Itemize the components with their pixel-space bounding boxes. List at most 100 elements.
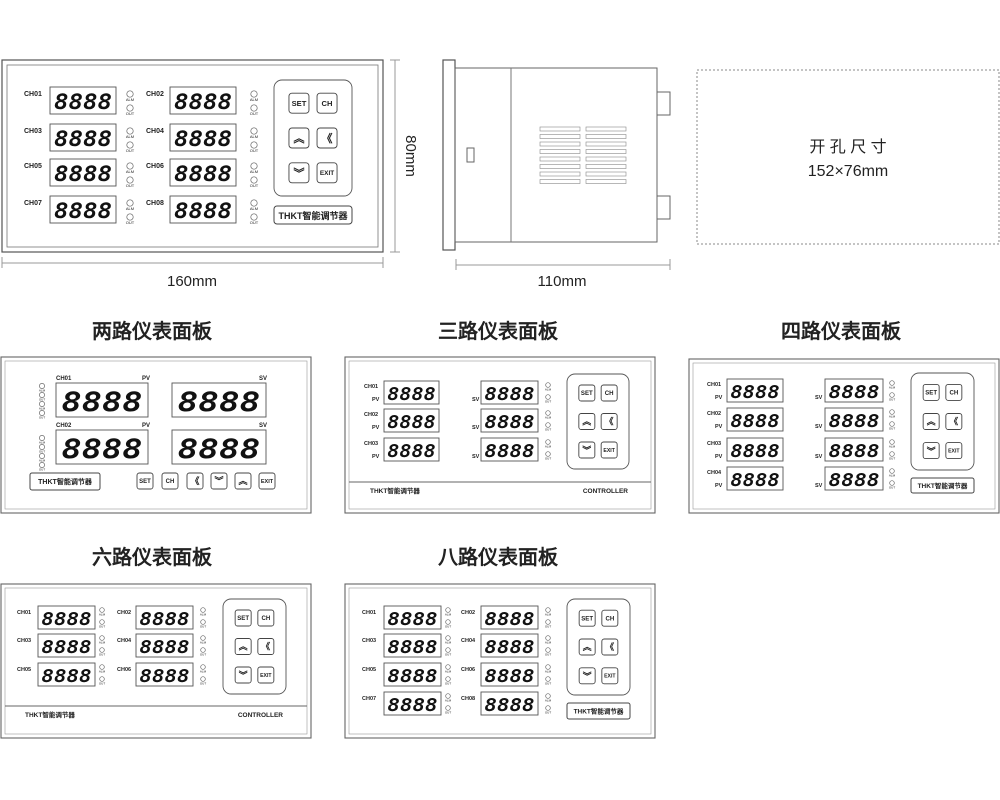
alm-led [200, 607, 206, 613]
set-button[interactable]: SET [234, 609, 252, 627]
exit-button[interactable]: EXIT [257, 666, 275, 684]
out-led [250, 213, 258, 221]
ch-button-frame [257, 609, 275, 627]
alm-led [250, 199, 258, 207]
leds-ch5: ALM OUT [99, 664, 106, 685]
pv-display-ch3-digits: 8888 [730, 441, 779, 462]
ch-button-frame [600, 384, 618, 402]
display-ch8-digits: 8888 [484, 695, 534, 716]
sv-label-2: SV [815, 424, 823, 430]
exit-button[interactable]: EXIT [258, 472, 276, 490]
up-button[interactable]: ︽ [578, 638, 596, 656]
up-button-frame [234, 472, 252, 490]
up-button-frame [234, 638, 252, 655]
set-button[interactable]: SET [922, 383, 940, 401]
down-button[interactable]: ︾ [288, 162, 310, 184]
channel-label-2: CH02 [364, 412, 378, 418]
out-label: OUT [99, 652, 106, 656]
out-led [200, 647, 206, 653]
shift-button[interactable]: 《 [316, 127, 338, 149]
up-button[interactable]: ︽ [578, 413, 596, 430]
alm-label: ALM [99, 669, 106, 673]
title-four-channel: 四路仪表面板 [781, 319, 902, 343]
shift-button-label: 《 [322, 132, 333, 145]
ch-button[interactable]: CH [161, 472, 179, 490]
alm-led [545, 693, 551, 699]
down-button[interactable]: ︾ [578, 667, 596, 685]
shift-button[interactable]: 《 [600, 413, 618, 430]
out-label: OUT [545, 710, 552, 714]
pv-label-3: PV [715, 454, 723, 460]
sv-label-1: SV [472, 397, 480, 403]
display-ch1-digits: 8888 [54, 89, 112, 114]
set-button-label: SET [925, 390, 937, 397]
out-label: OUT [126, 148, 135, 153]
display-ch8: 8888 [480, 691, 539, 716]
alm-label: ALM [99, 640, 106, 644]
up-button[interactable]: ︽ [288, 127, 310, 149]
display-ch6-frame [169, 158, 237, 187]
ch-button[interactable]: CH [316, 92, 338, 114]
ch-button[interactable]: CH [257, 609, 275, 627]
shift-button[interactable]: 《 [257, 638, 275, 655]
channel-label-4: CH04 [461, 638, 476, 644]
up-button[interactable]: ︽ [234, 638, 252, 655]
alm-label: ALM [545, 415, 552, 419]
channel-label-3: CH03 [17, 638, 31, 644]
down-button[interactable]: ︾ [922, 442, 940, 460]
up-button[interactable]: ︽ [234, 472, 252, 490]
alm-led [250, 90, 258, 98]
pv-display-ch4: 8888 [726, 466, 784, 491]
display-ch4-frame [480, 633, 539, 658]
ch-button[interactable]: CH [601, 609, 619, 627]
set-button[interactable]: SET [578, 384, 596, 402]
out-label: OUT [889, 456, 896, 460]
keypad-frame [273, 79, 353, 197]
shift-button[interactable]: 《 [945, 413, 963, 430]
display-ch1-frame [37, 605, 96, 630]
out-label: OUT [545, 399, 552, 403]
brand-label: THKT智能调节器 [574, 706, 624, 715]
down-button[interactable]: ︾ [578, 441, 596, 459]
display-ch4: 8888 [135, 633, 194, 658]
depth-dimension: 110mm [455, 259, 671, 290]
ch-button[interactable]: CH [945, 383, 963, 401]
shift-button[interactable]: 《 [601, 638, 619, 656]
sv-display-ch2-digits: 8888 [484, 412, 534, 433]
down-button[interactable]: ︾ [210, 472, 228, 490]
sv-display-ch3-frame [480, 437, 539, 462]
set-button[interactable]: SET [578, 609, 596, 627]
ch-button[interactable]: CH [600, 384, 618, 402]
shift-button-label: 《 [190, 476, 199, 486]
down-button[interactable]: ︾ [234, 666, 252, 684]
width-dimension: 160mm [1, 257, 384, 290]
display-ch1-digits: 8888 [387, 609, 437, 630]
set-button[interactable]: SET [136, 472, 154, 490]
exit-button[interactable]: EXIT [945, 442, 963, 460]
sv-display-ch3: 8888 [480, 437, 539, 462]
exit-button[interactable]: EXIT [316, 162, 338, 184]
channel-label-2: CH02 [56, 423, 72, 429]
shift-button[interactable]: 《 [186, 472, 204, 490]
display-ch3-digits: 8888 [54, 126, 112, 151]
alm-label: ALM [39, 459, 46, 463]
out-led [889, 480, 895, 486]
alm-led [200, 664, 206, 670]
alm-led [126, 162, 134, 170]
out-label: OUT [99, 681, 106, 685]
display-ch5-frame [37, 662, 96, 687]
up-button[interactable]: ︽ [922, 413, 940, 430]
display-ch5-digits: 8888 [41, 666, 91, 687]
sv-display-ch3: 8888 [824, 437, 884, 462]
exit-button-label: EXIT [948, 448, 960, 454]
down-button-label: ︾ [583, 670, 592, 681]
exit-button[interactable]: EXIT [600, 441, 618, 459]
exit-button[interactable]: EXIT [601, 667, 619, 685]
set-button[interactable]: SET [288, 92, 310, 114]
